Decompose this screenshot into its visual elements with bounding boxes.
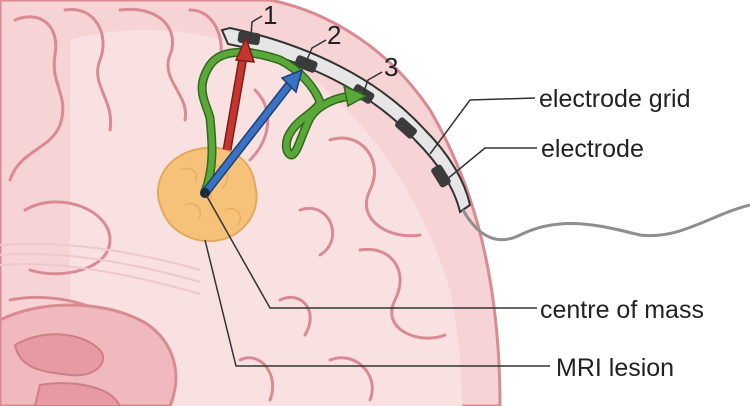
label-electrode-grid: electrode grid [539,85,690,113]
electrode-number-1: 1 [263,0,277,30]
electrode-number-2: 2 [327,20,341,50]
electrode-1 [237,30,261,46]
label-mri-lesion: MRI lesion [556,354,674,382]
electrode-number-3: 3 [384,52,398,82]
fiber-lines [0,242,201,295]
label-electrode: electrode [541,135,644,163]
electrode-4 [395,117,417,139]
green-arrowhead [342,84,368,108]
brain-sulci [8,7,447,402]
red-arrow [222,35,256,151]
electrode-2 [294,55,318,73]
electrode-5 [431,164,451,188]
green-pathway-inner [199,49,363,195]
blue-arrow [201,68,304,196]
label-centre-of-mass: centre of mass [540,296,704,324]
white-matter [70,30,462,406]
electrode-cable [461,203,750,242]
leader-lines [204,15,550,367]
